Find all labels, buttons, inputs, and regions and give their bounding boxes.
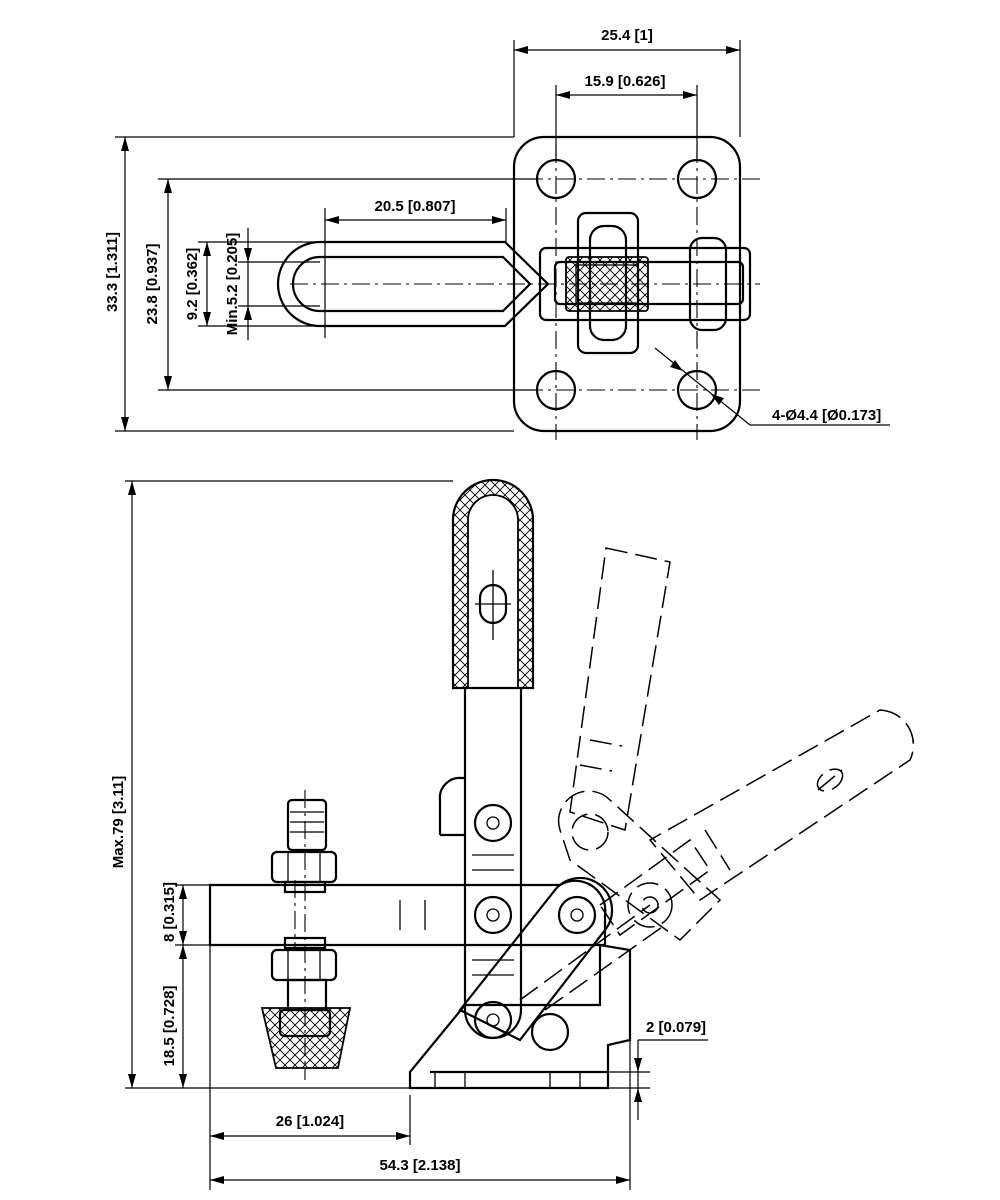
spindle-assembly: [260, 790, 352, 1080]
clamp-arm: [208, 879, 607, 947]
dim-hole-spacing-x: 15.9 [0.626]: [585, 73, 666, 90]
base-pivot: [530, 1012, 570, 1052]
dim-height-overall: 33.3 [1.311]: [104, 232, 121, 312]
dim-max-height: Max.79 [3.11]: [110, 776, 127, 869]
link-arm: [458, 876, 614, 1042]
dim-overall-length: 54.3 [2.138]: [380, 1157, 461, 1174]
dim-base-thickness: 2 [0.079]: [646, 1019, 706, 1036]
dim-mounting-holes: 4-Ø4.4 [Ø0.173]: [772, 407, 881, 424]
side-view: [125, 478, 915, 1190]
dim-width-overall: 25.4 [1]: [601, 27, 653, 44]
dim-slot-min: Min.5.2 [0.205]: [224, 233, 241, 336]
phantom-positions: [519, 547, 915, 1011]
dim-bar-width: 9.2 [0.362]: [184, 248, 201, 321]
rubber-pad-side: [260, 1007, 352, 1069]
dim-hole-spacing-y: 23.8 [0.937]: [144, 244, 161, 325]
base-bracket: [408, 943, 632, 1090]
dim-handle-length: 20.5 [0.807]: [375, 198, 456, 215]
dim-base-to-arm: 18.5 [0.728]: [161, 986, 178, 1067]
handle-side: [438, 478, 535, 1040]
dim-arm-reach: 26 [1.024]: [276, 1113, 344, 1130]
dim-arm-thickness: 8 [0.315]: [161, 882, 178, 942]
top-view: [115, 40, 890, 440]
